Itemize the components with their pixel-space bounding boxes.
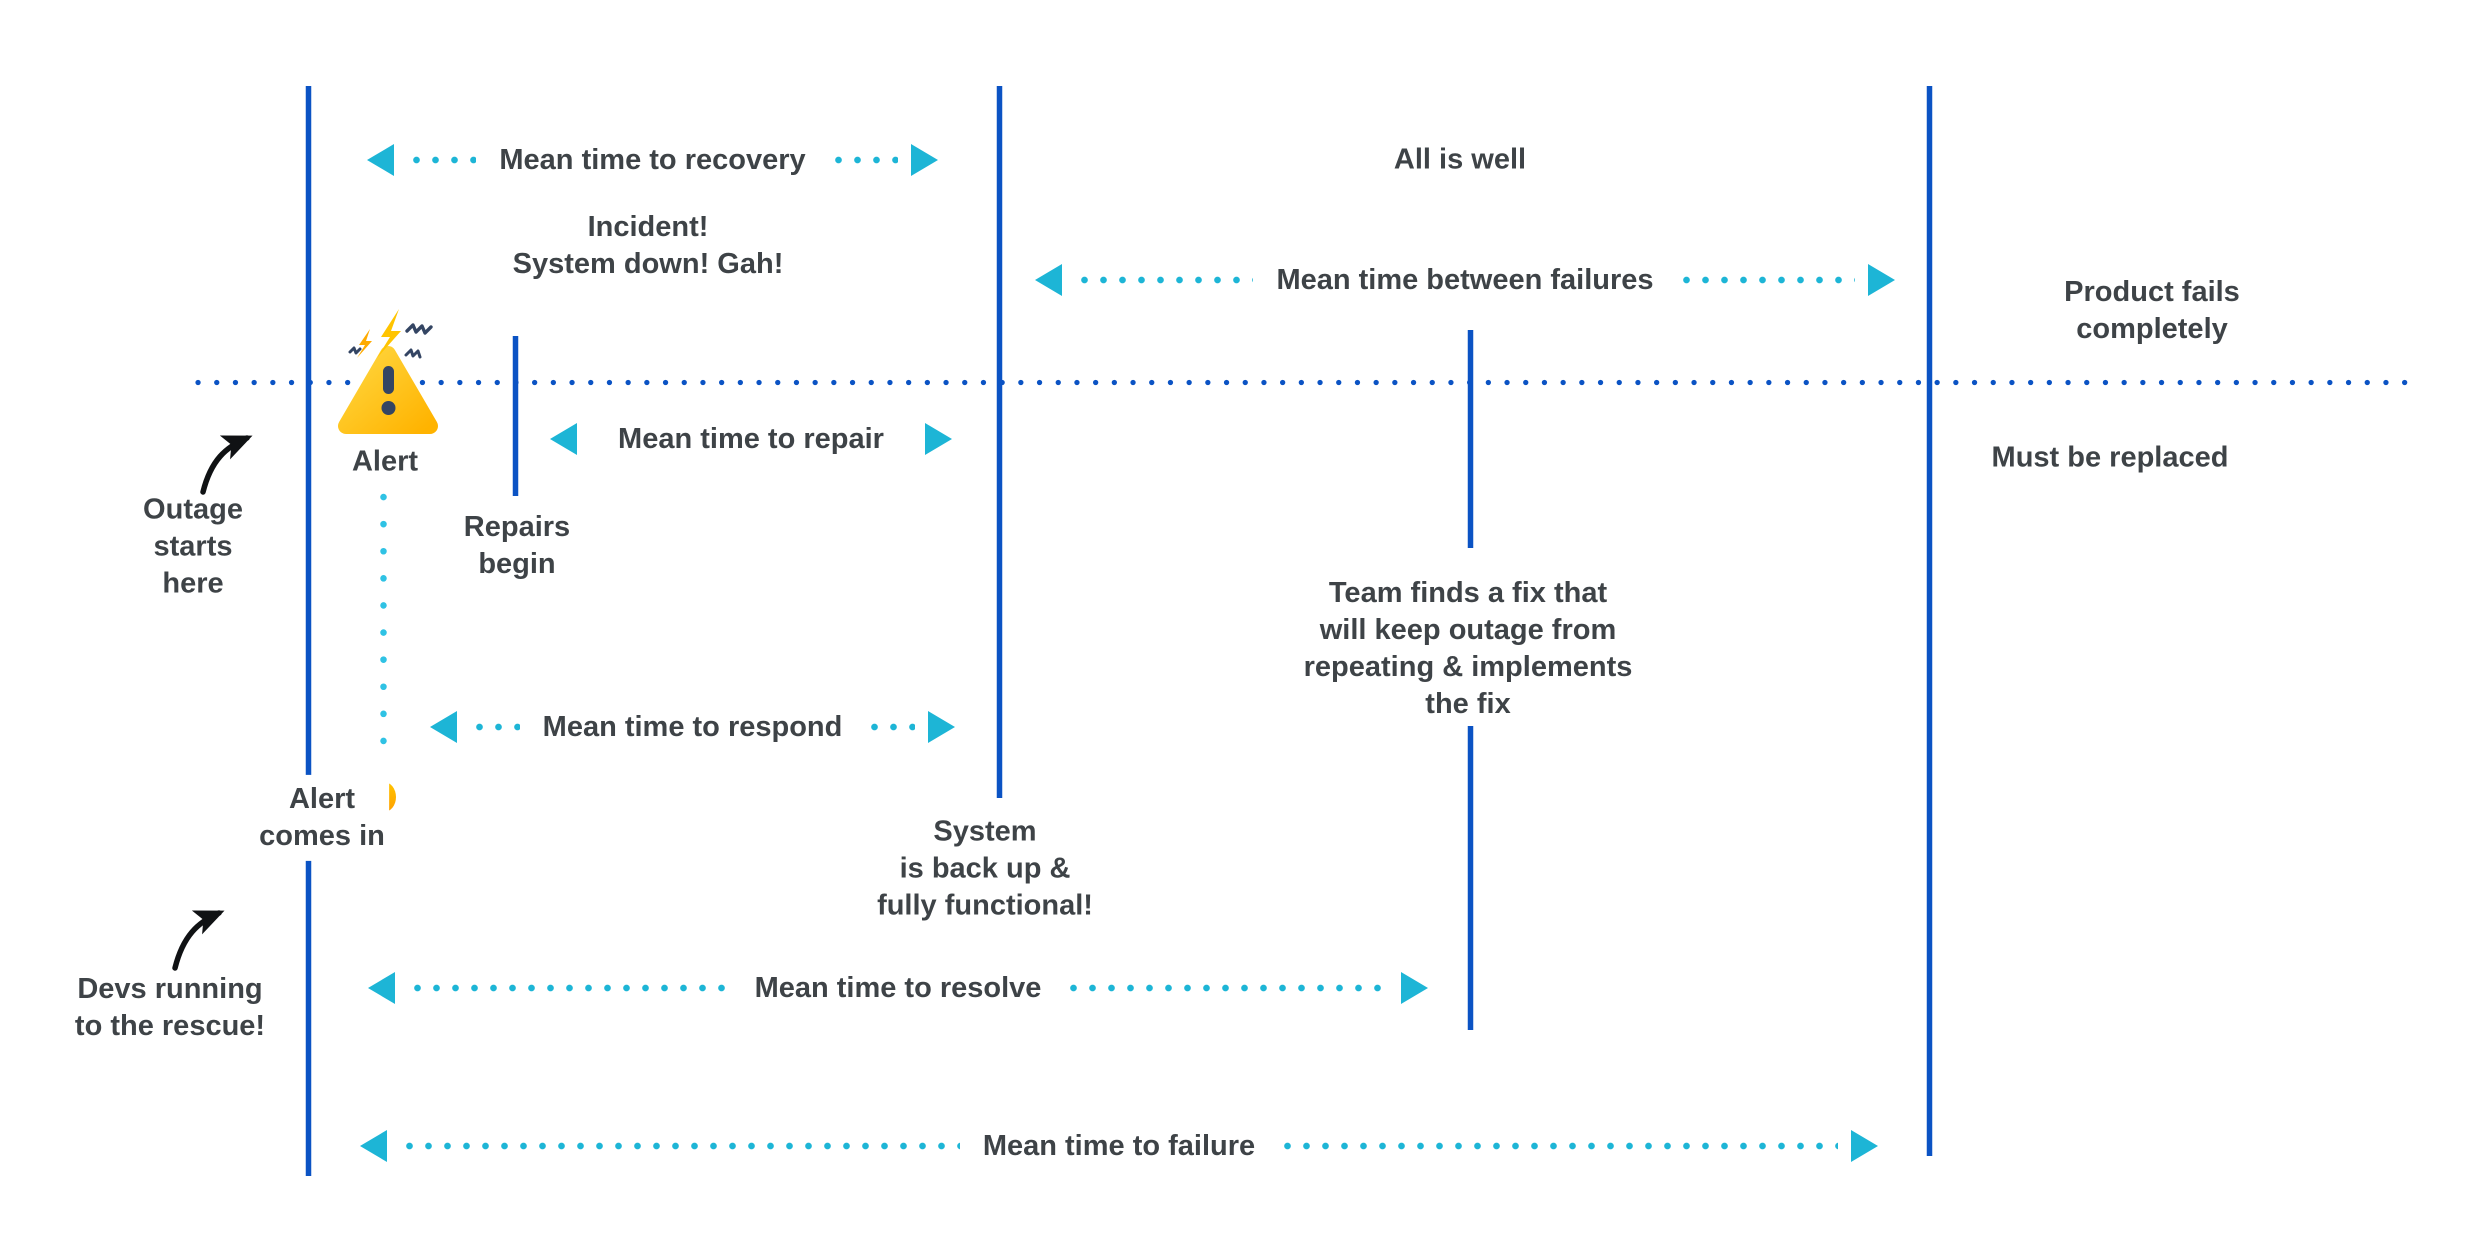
metric-label: Mean time between failures (1276, 263, 1654, 296)
dotted-segment (1278, 1142, 1839, 1150)
must-be-replaced-caption: Must be replaced (1991, 441, 2229, 474)
spark-squiggle-left (348, 346, 362, 355)
spark-bolt-small (357, 329, 372, 358)
metric-arrow-mean-time-to-respond: Mean time to respond (430, 709, 956, 745)
repairs-begin-caption: Repairs begin (463, 510, 571, 580)
dotted-segment (1075, 276, 1254, 284)
devs-running-caption: Devs running to the rescue! (74, 972, 266, 1042)
spark-squiggle-right-low (404, 348, 422, 359)
incident-caption: Incident! System down! Gah! (512, 210, 784, 280)
outage-pointer-curved-arrow-icon (200, 435, 253, 495)
arrowhead-right-icon (925, 423, 952, 455)
dotted-segment (590, 435, 596, 443)
system-back-up-caption: System is back up & fully functional! (877, 815, 1093, 922)
arrowhead-right-icon (928, 711, 956, 743)
dotted-segment (408, 984, 732, 992)
metric-label: Mean time to resolve (754, 971, 1042, 1004)
metric-label: Mean time to recovery (499, 143, 806, 176)
team-fix-caption: Team finds a fix that will keep outage f… (1303, 576, 1633, 721)
alert-caption: Alert (351, 445, 419, 478)
arrowhead-left-icon (360, 1130, 387, 1162)
spark-bolt-large (377, 309, 401, 358)
metric-label: Mean time to failure (982, 1129, 1256, 1162)
dotted-segment (865, 723, 916, 731)
dotted-segment (1676, 276, 1855, 284)
spark-squiggle-right (405, 323, 433, 335)
alert-comes-in-caption: Alert comes in (255, 774, 389, 862)
arrowhead-left-icon (367, 144, 394, 176)
metric-arrow-mean-time-to-resolve: Mean time to resolve (368, 970, 1428, 1006)
metric-label: Mean time to respond (542, 710, 843, 743)
dotted-segment (400, 1142, 960, 1150)
arrowhead-left-icon (430, 711, 457, 743)
arrowhead-right-icon (1401, 972, 1428, 1004)
arrowhead-left-icon (1035, 264, 1062, 296)
metric-label: Mean time to repair (618, 422, 884, 455)
metric-arrow-mean-time-to-recovery: Mean time to recovery (367, 142, 939, 178)
dotted-segment (407, 156, 477, 164)
arrowhead-left-icon (550, 423, 577, 455)
alert-warning-triangle-icon (338, 309, 438, 434)
metric-arrow-mean-time-to-failure: Mean time to failure (360, 1128, 1879, 1164)
outage-starts-caption: Outage starts here (143, 493, 243, 600)
metric-arrow-mean-time-to-repair: Mean time to repair (550, 421, 952, 457)
all-is-well-caption: All is well (1393, 143, 1527, 176)
dotted-segment (1064, 984, 1388, 992)
dotted-segment (906, 435, 912, 443)
arrowhead-right-icon (911, 144, 939, 176)
product-fails-caption: Product fails completely (2064, 275, 2240, 345)
devs-pointer-curved-arrow-icon (172, 910, 225, 971)
arrowhead-left-icon (368, 972, 395, 1004)
arrowhead-right-icon (1868, 264, 1895, 296)
arrowhead-right-icon (1851, 1130, 1879, 1162)
metric-arrow-mean-time-between-failures: Mean time between failures (1035, 262, 1895, 298)
dotted-segment (828, 156, 899, 164)
dotted-segment (470, 723, 520, 731)
